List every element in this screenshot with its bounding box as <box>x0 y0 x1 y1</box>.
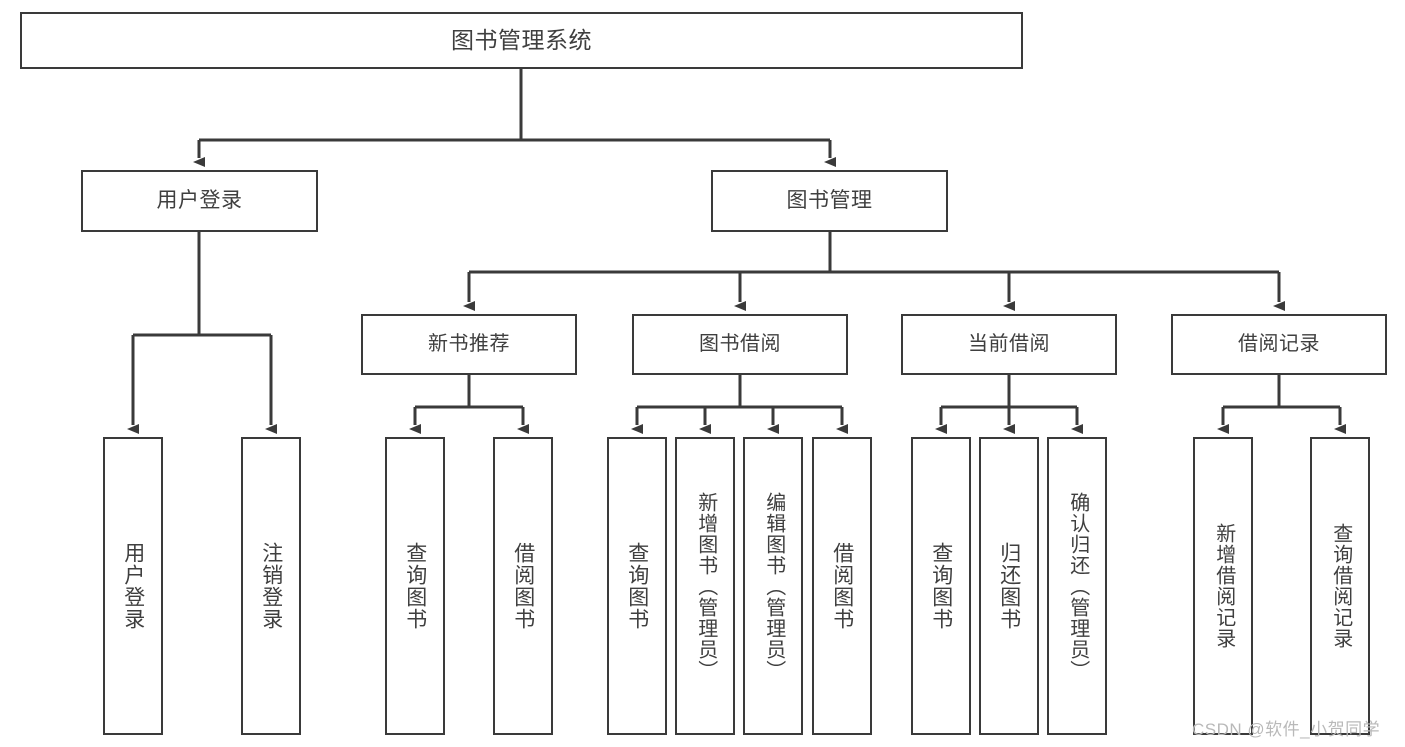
node-label: 编辑图书（管理员） <box>762 491 785 681</box>
node-label: 新书推荐 <box>428 333 510 355</box>
node-user-login[interactable]: 用户登录 <box>81 170 318 232</box>
leaf-add-borrow-record[interactable]: 新增借阅记录 <box>1193 437 1253 735</box>
node-label: 借阅图书 <box>511 542 535 630</box>
leaf-edit-book-admin[interactable]: 编辑图书（管理员） <box>743 437 803 735</box>
node-book-borrow[interactable]: 图书借阅 <box>632 314 848 375</box>
leaf-return-book[interactable]: 归还图书 <box>979 437 1039 735</box>
node-label: 确认归还（管理员） <box>1066 491 1089 681</box>
node-current-borrow[interactable]: 当前借阅 <box>901 314 1117 375</box>
node-label: 新增图书（管理员） <box>694 491 717 681</box>
leaf-query-book-borrow[interactable]: 查询图书 <box>607 437 667 735</box>
node-label: 当前借阅 <box>968 333 1050 355</box>
leaf-user-login[interactable]: 用户登录 <box>103 437 163 735</box>
node-label: 注销登录 <box>259 542 283 630</box>
node-label: 用户登录 <box>156 188 243 212</box>
leaf-borrow-book[interactable]: 借阅图书 <box>812 437 872 735</box>
csdn-watermark: CSDN @软件_小贺同学 <box>1192 720 1381 739</box>
node-label: 用户登录 <box>121 542 145 630</box>
node-new-book-recommend[interactable]: 新书推荐 <box>361 314 577 375</box>
node-label: 图书管理系统 <box>451 27 592 54</box>
node-label: 图书借阅 <box>699 333 781 355</box>
leaf-query-book-current[interactable]: 查询图书 <box>911 437 971 735</box>
node-book-management[interactable]: 图书管理 <box>711 170 948 232</box>
node-label: 借阅记录 <box>1238 333 1320 355</box>
leaf-query-borrow-record[interactable]: 查询借阅记录 <box>1310 437 1370 735</box>
leaf-add-book-admin[interactable]: 新增图书（管理员） <box>675 437 735 735</box>
node-label: 借阅图书 <box>830 542 854 630</box>
leaf-user-logout[interactable]: 注销登录 <box>241 437 301 735</box>
node-label: 归还图书 <box>997 542 1021 630</box>
node-label: 新增借阅记录 <box>1212 523 1235 649</box>
node-label: 查询图书 <box>403 542 427 630</box>
leaf-confirm-return-admin[interactable]: 确认归还（管理员） <box>1047 437 1107 735</box>
leaf-query-book-recommend[interactable]: 查询图书 <box>385 437 445 735</box>
node-label: 查询图书 <box>929 542 953 630</box>
node-root-system[interactable]: 图书管理系统 <box>20 12 1023 69</box>
node-label: 图书管理 <box>786 188 873 212</box>
node-label: 查询借阅记录 <box>1329 523 1352 649</box>
leaf-borrow-book-recommend[interactable]: 借阅图书 <box>493 437 553 735</box>
node-borrow-record[interactable]: 借阅记录 <box>1171 314 1387 375</box>
node-label: 查询图书 <box>625 542 649 630</box>
